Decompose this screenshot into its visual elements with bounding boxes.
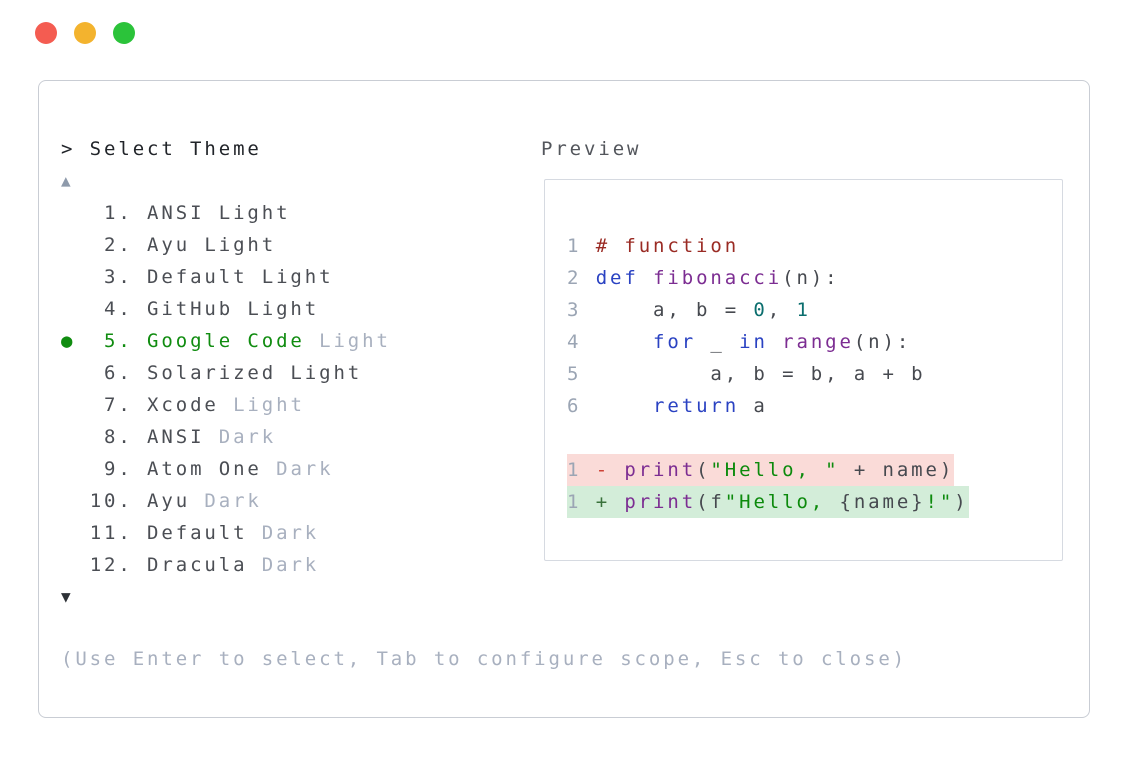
line-number: 4: [567, 331, 596, 353]
theme-option-ayu-light[interactable]: 2. Ayu Light: [61, 229, 391, 261]
code-line: 4 for _ in range(n):: [567, 331, 912, 353]
line-number: 1: [567, 459, 596, 481]
theme-option-name: ANSI Light: [147, 202, 291, 224]
line-number: 3: [567, 299, 596, 321]
code-line: 3 a, b = 0, 1: [567, 299, 811, 321]
window-controls: [35, 22, 135, 44]
theme-option-number: 7.: [89, 394, 148, 416]
theme-option-name: GitHub Light: [147, 298, 320, 320]
theme-option-number: 9.: [89, 458, 148, 480]
theme-option-number: 5.: [89, 330, 148, 352]
theme-option-variant: Dark: [190, 490, 262, 512]
theme-option-name: ANSI: [147, 426, 205, 448]
theme-option-variant: Light: [304, 330, 391, 352]
preview-pane: 1 # function 2 def fibonacci(n): 3 a, b = …: [544, 179, 1063, 561]
theme-option-number: 2.: [89, 234, 148, 256]
theme-option-name: Google Code: [147, 330, 305, 352]
scroll-down-icon[interactable]: ▼: [61, 587, 74, 606]
theme-option-dracula-dark[interactable]: 12. Dracula Dark: [61, 549, 391, 581]
theme-option-name: Default: [147, 522, 248, 544]
code-line: [567, 422, 1062, 454]
theme-option-variant: Dark: [247, 554, 320, 576]
help-text: (Use Enter to select, Tab to configure s…: [61, 648, 907, 670]
theme-option-name: Xcode: [147, 394, 219, 416]
minimize-icon[interactable]: [74, 22, 96, 44]
code-line: 1 # function: [567, 235, 740, 257]
line-number: 2: [567, 267, 596, 289]
line-number: 5: [567, 363, 596, 385]
diff-removed-line: 1 - print("Hello, " + name): [567, 454, 1062, 486]
select-theme-prompt: > Select Theme: [61, 138, 262, 160]
theme-option-number: 4.: [89, 298, 148, 320]
line-number: 1: [567, 235, 596, 257]
theme-option-variant: Dark: [204, 426, 277, 448]
zoom-icon[interactable]: [113, 22, 135, 44]
theme-option-variant: Dark: [261, 458, 334, 480]
diff-added-line: 1 + print(f"Hello, {name}!"): [567, 486, 1062, 518]
theme-option-ayu-dark[interactable]: 10. Ayu Dark: [61, 485, 391, 517]
code-line: 6 return a: [567, 395, 768, 417]
line-number: 6: [567, 395, 596, 417]
line-number: 1: [567, 491, 596, 513]
theme-option-default-dark[interactable]: 11. Default Dark: [61, 517, 391, 549]
theme-option-variant: Light: [218, 394, 305, 416]
selected-item-bullet-icon: ●: [61, 330, 90, 352]
code-preview: 1 # function 2 def fibonacci(n): 3 a, b = …: [545, 180, 1062, 518]
theme-option-ansi-dark[interactable]: 8. ANSI Dark: [61, 421, 391, 453]
theme-option-name: Dracula: [147, 554, 248, 576]
theme-list: 1. ANSI Light 2. Ayu Light 3. Default Li…: [61, 197, 391, 581]
theme-option-name: Default Light: [147, 266, 334, 288]
theme-option-name: Atom One: [147, 458, 262, 480]
theme-option-google-code-light[interactable]: ● 5. Google Code Light: [61, 325, 391, 357]
preview-title: Preview: [541, 138, 642, 160]
code-line: 2 def fibonacci(n):: [567, 267, 840, 289]
theme-option-number: 1.: [89, 202, 148, 224]
scroll-up-icon[interactable]: ▲: [61, 171, 74, 190]
close-icon[interactable]: [35, 22, 57, 44]
line-number: [567, 427, 596, 449]
theme-option-number: 12.: [89, 554, 148, 576]
code-line: 5 a, b = b, a + b: [567, 363, 926, 385]
theme-option-github-light[interactable]: 4. GitHub Light: [61, 293, 391, 325]
theme-option-ansi-light[interactable]: 1. ANSI Light: [61, 197, 391, 229]
theme-option-number: 3.: [89, 266, 148, 288]
theme-option-default-light[interactable]: 3. Default Light: [61, 261, 391, 293]
theme-option-name: Ayu Light: [147, 234, 277, 256]
theme-option-xcode-light[interactable]: 7. Xcode Light: [61, 389, 391, 421]
theme-option-atom-one-dark[interactable]: 9. Atom One Dark: [61, 453, 391, 485]
theme-option-number: 6.: [89, 362, 148, 384]
theme-option-number: 11.: [89, 522, 148, 544]
theme-option-variant: Dark: [247, 522, 320, 544]
theme-option-name: Ayu: [147, 490, 191, 512]
theme-option-number: 10.: [89, 490, 148, 512]
theme-option-number: 8.: [89, 426, 148, 448]
theme-picker-dialog: > Select Theme Preview ▲ 1. ANSI Light 2…: [38, 80, 1090, 718]
theme-option-name: Solarized Light: [147, 362, 363, 384]
theme-option-solarized-light[interactable]: 6. Solarized Light: [61, 357, 391, 389]
